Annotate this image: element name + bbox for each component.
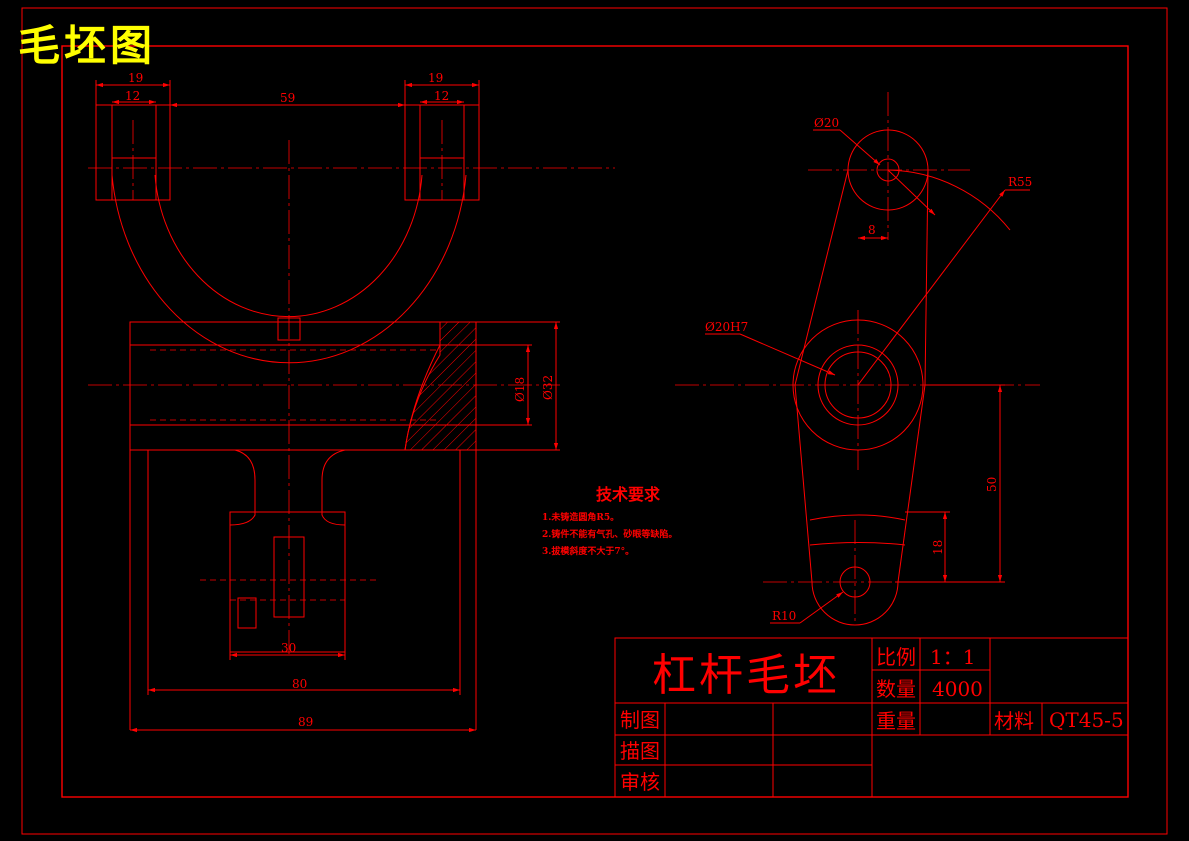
dim-50: 50 (985, 477, 999, 492)
dim-8: 8 (868, 223, 876, 237)
weight-label: 重量 (876, 709, 916, 733)
tech-req-heading: 技术要求 (596, 485, 661, 504)
dim-r55: R55 (1008, 175, 1032, 189)
qty-label: 数量 (876, 677, 916, 701)
inner-border (61, 45, 1129, 798)
checked-label: 审核 (620, 770, 660, 794)
scale-label: 比例 (876, 645, 916, 669)
dim-d20h7: Ø20H7 (705, 320, 748, 334)
dim-80: 80 (292, 677, 307, 691)
dim-89: 89 (298, 715, 313, 729)
part-name: 杠杆毛坯 (652, 650, 840, 701)
sheet-title: 毛坯图 (18, 21, 156, 70)
scale-value: 1：1 (930, 645, 975, 669)
dim-30: 30 (281, 641, 296, 655)
material-value: QT45-5 (1049, 708, 1124, 732)
front-view: 19 12 59 19 12 Ø32 Ø18 30 80 89 (88, 71, 615, 733)
hatched-section (404, 321, 477, 451)
dim-top-right-12: 12 (434, 89, 449, 103)
outer-border (21, 7, 1168, 835)
tech-req-item: 3.拔模斜度不大于7°。 (542, 545, 634, 557)
qty-value: 4000 (932, 677, 983, 701)
tech-req-item: 1.未铸造圆角R5。 (542, 511, 619, 523)
dim-top-left-12: 12 (125, 89, 140, 103)
dim-d20: Ø20 (814, 116, 839, 130)
dim-bore-18: Ø18 (513, 377, 527, 402)
dim-r10: R10 (772, 609, 796, 623)
drawn-label: 制图 (620, 708, 660, 732)
traced-label: 描图 (620, 739, 660, 763)
dim-top-left-19: 19 (128, 71, 143, 85)
dim-top-59: 59 (280, 91, 295, 105)
title-block: 杠杆毛坯 比例 1：1 数量 4000 重量 材料 QT45-5 制图 描图 审… (614, 637, 1129, 798)
dim-18: 18 (931, 540, 945, 555)
dim-bore-32: Ø32 (541, 375, 555, 400)
tech-requirements: 技术要求 1.未铸造圆角R5。 2.铸件不能有气孔、砂眼等缺陷。 3.拔模斜度不… (542, 485, 677, 557)
material-label: 材料 (994, 709, 1034, 733)
side-view: R55 Ø20 8 Ø20H7 50 18 R10 (675, 92, 1040, 626)
tech-req-item: 2.铸件不能有气孔、砂眼等缺陷。 (542, 528, 677, 540)
dim-top-right-19: 19 (428, 71, 443, 85)
